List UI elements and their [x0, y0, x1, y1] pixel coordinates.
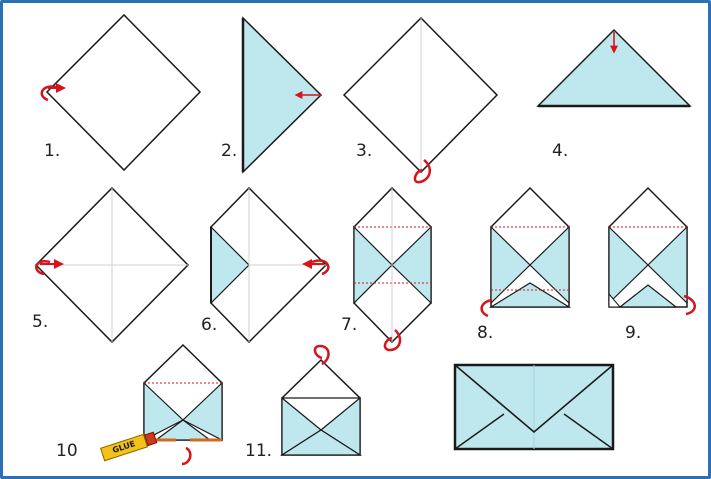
step-label-3: 3.	[356, 143, 372, 160]
step-label-8: 8.	[477, 325, 493, 342]
step-4-figure	[538, 30, 690, 106]
step-label-1: 1.	[44, 143, 60, 160]
step-10-figure	[144, 345, 222, 464]
step-9-figure	[609, 188, 695, 314]
step-7-figure	[354, 188, 431, 350]
step-8-figure	[482, 188, 569, 316]
step-label-10: 10	[56, 443, 78, 460]
step-6-figure	[211, 188, 328, 342]
step-label-5: 5.	[32, 314, 48, 331]
step-label-4: 4.	[552, 143, 568, 160]
step-11-figure	[282, 346, 360, 455]
step-1-figure	[42, 15, 200, 170]
finished-envelope	[455, 365, 613, 449]
step-label-7: 7.	[341, 317, 357, 334]
fold-arrow-icon	[182, 448, 190, 464]
step-label-9: 9.	[625, 325, 641, 342]
step-2-figure	[243, 18, 321, 172]
step-label-11: 11.	[245, 443, 272, 460]
step-5-figure	[36, 188, 188, 342]
step-label-2: 2.	[221, 143, 237, 160]
step-label-6: 6.	[201, 317, 217, 334]
